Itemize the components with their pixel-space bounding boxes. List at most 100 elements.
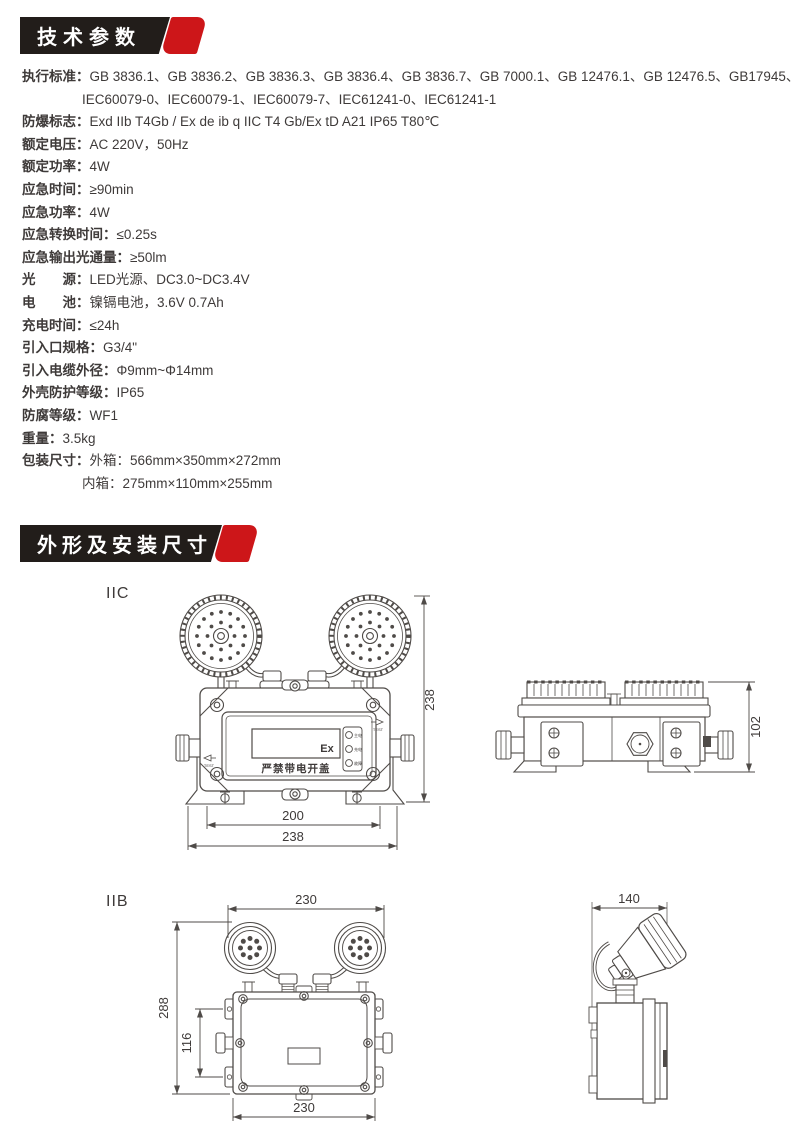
spec-value: AC 220V，50Hz: [89, 136, 189, 152]
dim-102-height: 102: [748, 716, 763, 738]
iib-cable-glands: [242, 973, 369, 993]
iic-front-drawing: Ex 严禁带电开盖 主电 充电 故障 TEST TEST: [175, 593, 437, 850]
spec-value: ≥50lm: [130, 249, 167, 265]
dim-238-width: 238: [282, 829, 304, 844]
spec-value: G3/4": [103, 340, 138, 356]
iic-lamp-right: [327, 593, 413, 679]
dim-288-height: 288: [156, 997, 171, 1019]
spec-row: 防腐等级：WF1: [22, 405, 799, 428]
spec-label: 应急输出光通量：: [22, 249, 130, 265]
tech-section-title: 技术参数: [37, 27, 141, 49]
iic-side-lamp-caps: [521, 680, 709, 706]
spec-row: 应急转换时间：≤0.25s: [22, 224, 799, 247]
spec-row: 引入电缆外径：Φ9mm~Φ14mm: [22, 360, 799, 383]
iic-side-brackets: [540, 721, 701, 767]
iic-front-dimensions: 238 200 238: [187, 595, 437, 850]
spec-value: IP65: [116, 385, 145, 401]
iib-front-dimensions: 230 288 116 230: [156, 892, 385, 1121]
spec-value: ≤0.25s: [116, 227, 157, 243]
iib-side-cable: [592, 941, 618, 992]
iib-side-drawing: 140: [588, 891, 687, 1104]
spec-label: 执行标准：: [22, 69, 90, 84]
spec-row: 防爆标志：Exd IIb T4Gb / Ex de ib q IIC T4 Gb…: [22, 111, 799, 134]
spec-label: 应急功率：: [22, 204, 90, 220]
indicator-label: 充电: [354, 746, 362, 752]
spec-row: 电 池：镍镉电池，3.6V 0.7Ah: [22, 292, 799, 315]
tech-section-banner: 技术参数: [20, 17, 170, 54]
spec-row: 额定电压：AC 220V，50Hz: [22, 134, 799, 157]
spec-label: 引入口规格：: [22, 340, 103, 356]
spec-value: LED光源、DC3.0~DC3.4V: [89, 272, 250, 288]
spec-row: 执行标准：GB 3836.1、GB 3836.2、GB 3836.3、GB 38…: [22, 66, 799, 89]
iic-side-conduits: [175, 734, 415, 762]
spec-label: 光 源：: [22, 272, 90, 288]
spec-label: 防腐等级：: [22, 407, 90, 423]
iic-side-dimension: 102: [694, 681, 763, 773]
spec-row: 充电时间：≤24h: [22, 315, 799, 338]
test-label: TEST: [204, 763, 215, 768]
spec-label: 引入电缆外径：: [22, 362, 117, 378]
spec-label: 外壳防护等级：: [22, 385, 117, 401]
spec-value: 4W: [89, 204, 110, 220]
spec-row: 应急功率：4W: [22, 202, 799, 225]
indicator-label: 主电: [354, 732, 362, 738]
spec-value: 内箱：275mm×110mm×255mm: [82, 475, 273, 491]
spec-row: 包装尺寸：外箱：566mm×350mm×272mm: [22, 450, 799, 473]
ex-mark: Ex: [320, 743, 334, 755]
dim-230-bottom: 230: [293, 1100, 315, 1115]
iic-lamp-left: [178, 593, 264, 679]
iib-side-box: [588, 998, 668, 1104]
test-label: TEST: [373, 727, 384, 732]
spec-list: 执行标准：GB 3836.1、GB 3836.2、GB 3836.3、GB 38…: [22, 66, 799, 495]
spec-value: ≥90min: [89, 181, 134, 197]
spec-row: 光 源：LED光源、DC3.0~DC3.4V: [22, 269, 799, 292]
spec-label: 包装尺寸：: [22, 453, 90, 469]
spec-label: 应急转换时间：: [22, 227, 117, 243]
spec-value: Φ9mm~Φ14mm: [116, 362, 214, 378]
spec-row: 内箱：275mm×110mm×255mm: [22, 473, 799, 496]
spec-row: 重量：3.5kg: [22, 428, 799, 451]
indicator-label: 故障: [354, 760, 362, 766]
spec-label: 电 池：: [22, 294, 90, 310]
iib-side-conduits: [215, 1032, 393, 1054]
spec-row: 额定功率：4W: [22, 156, 799, 179]
spec-value: Exd IIb T4Gb / Ex de ib q IIC T4 Gb/Ex t…: [89, 114, 440, 130]
dims-section-title: 外形及安装尺寸: [37, 535, 212, 557]
warning-text: 严禁带电开盖: [261, 762, 331, 775]
spec-row: 外壳防护等级：IP65: [22, 382, 799, 405]
iib-lamp-tubes: [260, 964, 350, 980]
spec-label: 充电时间：: [22, 317, 90, 333]
spec-value: ≤24h: [89, 317, 120, 333]
spec-label: 重量：: [22, 430, 63, 446]
spec-row: 应急输出光通量：≥50lm: [22, 247, 799, 270]
spec-value: 外箱：566mm×350mm×272mm: [89, 453, 281, 469]
dims-section-banner: 外形及安装尺寸: [20, 525, 222, 562]
spec-value: 3.5kg: [62, 430, 96, 446]
dim-116-span: 116: [179, 1033, 194, 1054]
iib-variant-label: IIB: [106, 893, 129, 910]
spec-label: 额定功率：: [22, 159, 90, 175]
dim-230-top: 230: [295, 892, 317, 907]
dim-200-width: 200: [282, 808, 304, 823]
spec-label: 应急时间：: [22, 181, 90, 197]
iic-display-window: Ex 严禁带电开盖: [251, 728, 341, 775]
iib-box: [224, 985, 384, 1101]
dim-238-height: 238: [422, 689, 437, 711]
spec-row: 应急时间：≥90min: [22, 179, 799, 202]
dim-140-width: 140: [618, 891, 640, 906]
spec-value: IEC60079-0、IEC60079-1、IEC60079-7、IEC6124…: [82, 91, 497, 107]
iib-side-lamp: [608, 912, 687, 981]
spec-value: 4W: [89, 159, 110, 175]
spec-value: 镍镉电池，3.6V 0.7Ah: [89, 294, 224, 310]
spec-label: 额定电压：: [22, 136, 90, 152]
iic-cable-glands: [226, 670, 364, 690]
spec-row: 引入口规格：G3/4": [22, 337, 799, 360]
spec-value: WF1: [89, 407, 119, 423]
spec-row: IEC60079-0、IEC60079-1、IEC60079-7、IEC6124…: [22, 89, 799, 112]
spec-value: GB 3836.1、GB 3836.2、GB 3836.3、GB 3836.4、…: [89, 69, 800, 84]
iic-side-drawing: 102: [495, 680, 763, 773]
iic-indicator-panel: 主电 充电 故障: [342, 726, 363, 772]
iic-side-end-fittings: [495, 730, 734, 760]
iib-side-stem: [612, 968, 638, 1004]
